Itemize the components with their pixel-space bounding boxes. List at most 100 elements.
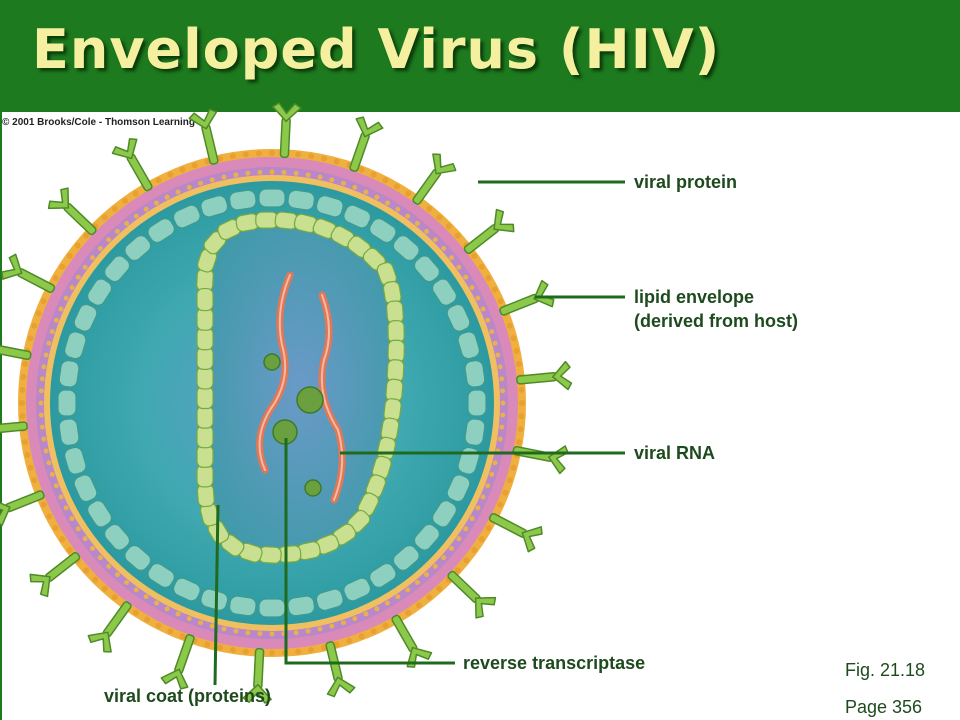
lipid-head xyxy=(154,600,159,606)
lipid-head xyxy=(305,172,311,178)
lipid-head xyxy=(340,180,346,186)
lipid-head xyxy=(164,194,170,200)
lipid-head xyxy=(221,626,227,632)
matrix-protein xyxy=(147,218,175,244)
lipid-head xyxy=(31,322,38,329)
lipid-head xyxy=(485,525,492,531)
capsid-protein xyxy=(196,425,214,449)
lipid-head xyxy=(66,546,73,553)
spike-head xyxy=(29,573,51,598)
lipid-head xyxy=(340,620,346,626)
lipid-head xyxy=(52,525,59,531)
lipid-head xyxy=(445,223,452,230)
left-rule xyxy=(0,108,2,720)
viral-protein-spike xyxy=(47,187,97,236)
label-reverse-transcriptase: reverse transcriptase xyxy=(463,653,646,673)
lipid-head xyxy=(39,424,45,430)
lipid-head xyxy=(38,388,44,394)
lipid-head xyxy=(233,628,239,634)
lipid-head xyxy=(497,436,503,442)
lipid-head xyxy=(155,622,162,629)
capsid-protein xyxy=(196,385,214,410)
lipid-head xyxy=(358,633,365,640)
capsid-protein xyxy=(196,405,214,429)
viral-protein-spike xyxy=(349,116,384,172)
lipid-head xyxy=(405,609,412,616)
lipid-head xyxy=(41,436,47,442)
lipid-head xyxy=(370,628,377,635)
matrix-protein xyxy=(258,598,286,618)
lipid-head xyxy=(414,220,420,226)
lipid-head xyxy=(97,555,103,561)
lipid-head xyxy=(154,200,159,206)
lipid-head xyxy=(31,477,38,484)
spike-head xyxy=(242,683,272,704)
lipid-head xyxy=(513,348,520,355)
spike-head xyxy=(87,631,112,653)
matrix-protein xyxy=(369,562,397,588)
lipid-head xyxy=(320,155,327,162)
reverse-transcriptase-blob xyxy=(296,386,324,414)
lipid-head xyxy=(186,616,192,622)
leader-lines xyxy=(213,180,625,686)
lipid-head xyxy=(204,641,211,648)
lipid-head xyxy=(352,616,358,622)
label-viral-protein: viral protein xyxy=(634,172,738,192)
lipid-head xyxy=(317,626,323,632)
matrix-protein xyxy=(124,544,152,571)
lipid-head xyxy=(132,609,139,616)
lipid-head xyxy=(257,169,263,175)
viral-protein-spike xyxy=(0,490,45,527)
matrix-protein xyxy=(57,389,77,417)
lipid-head xyxy=(46,460,52,466)
lipid-head xyxy=(346,637,353,644)
lipid-head xyxy=(22,360,29,367)
lipid-head xyxy=(518,386,525,393)
matrix-protein xyxy=(457,331,480,360)
viral-protein-spike xyxy=(111,138,153,192)
lipid-head xyxy=(405,213,411,219)
lipid-head xyxy=(510,464,517,471)
viral-protein-spike xyxy=(160,634,195,690)
lipid-head xyxy=(415,602,422,609)
lipid-head xyxy=(485,275,492,281)
matrix-protein-ring xyxy=(57,188,487,618)
lipid-head xyxy=(395,594,401,600)
viral-protein-spike xyxy=(29,551,81,598)
lipid-head xyxy=(463,557,470,564)
lipid-head xyxy=(66,253,73,260)
lipid-head xyxy=(97,245,103,251)
lipid-head xyxy=(432,237,438,243)
capsid-protein xyxy=(196,464,214,488)
lipid-head xyxy=(106,237,112,243)
lipid-head xyxy=(395,206,401,212)
matrix-protein xyxy=(229,595,257,617)
lipid-head xyxy=(478,536,485,543)
lipid-head xyxy=(179,633,186,640)
lipid-head xyxy=(329,623,335,629)
lipid-head xyxy=(175,189,181,195)
lipid-head xyxy=(19,413,26,420)
lipid-head xyxy=(198,620,204,626)
viral-protein-spike xyxy=(463,208,515,255)
matrix-protein xyxy=(413,255,440,283)
lipid-head xyxy=(293,170,299,176)
lipid-head xyxy=(242,151,249,158)
matrix-protein xyxy=(369,218,397,244)
lipid-head xyxy=(475,505,481,511)
spike-head xyxy=(0,498,11,527)
lipid-head xyxy=(229,153,236,160)
viral-protein-spike xyxy=(272,102,302,159)
viral-protein-spike xyxy=(412,153,457,205)
matrix-protein xyxy=(87,278,113,306)
lipid-head xyxy=(441,555,447,561)
lipid-head xyxy=(233,172,239,178)
lipid-head xyxy=(58,306,64,312)
matrix-protein xyxy=(200,195,229,218)
spike-head xyxy=(552,360,573,391)
lipid-head xyxy=(101,585,108,592)
lipid-head xyxy=(74,242,81,249)
leader-reverse-transcriptase xyxy=(284,438,455,665)
viral-protein-spike xyxy=(0,421,28,434)
